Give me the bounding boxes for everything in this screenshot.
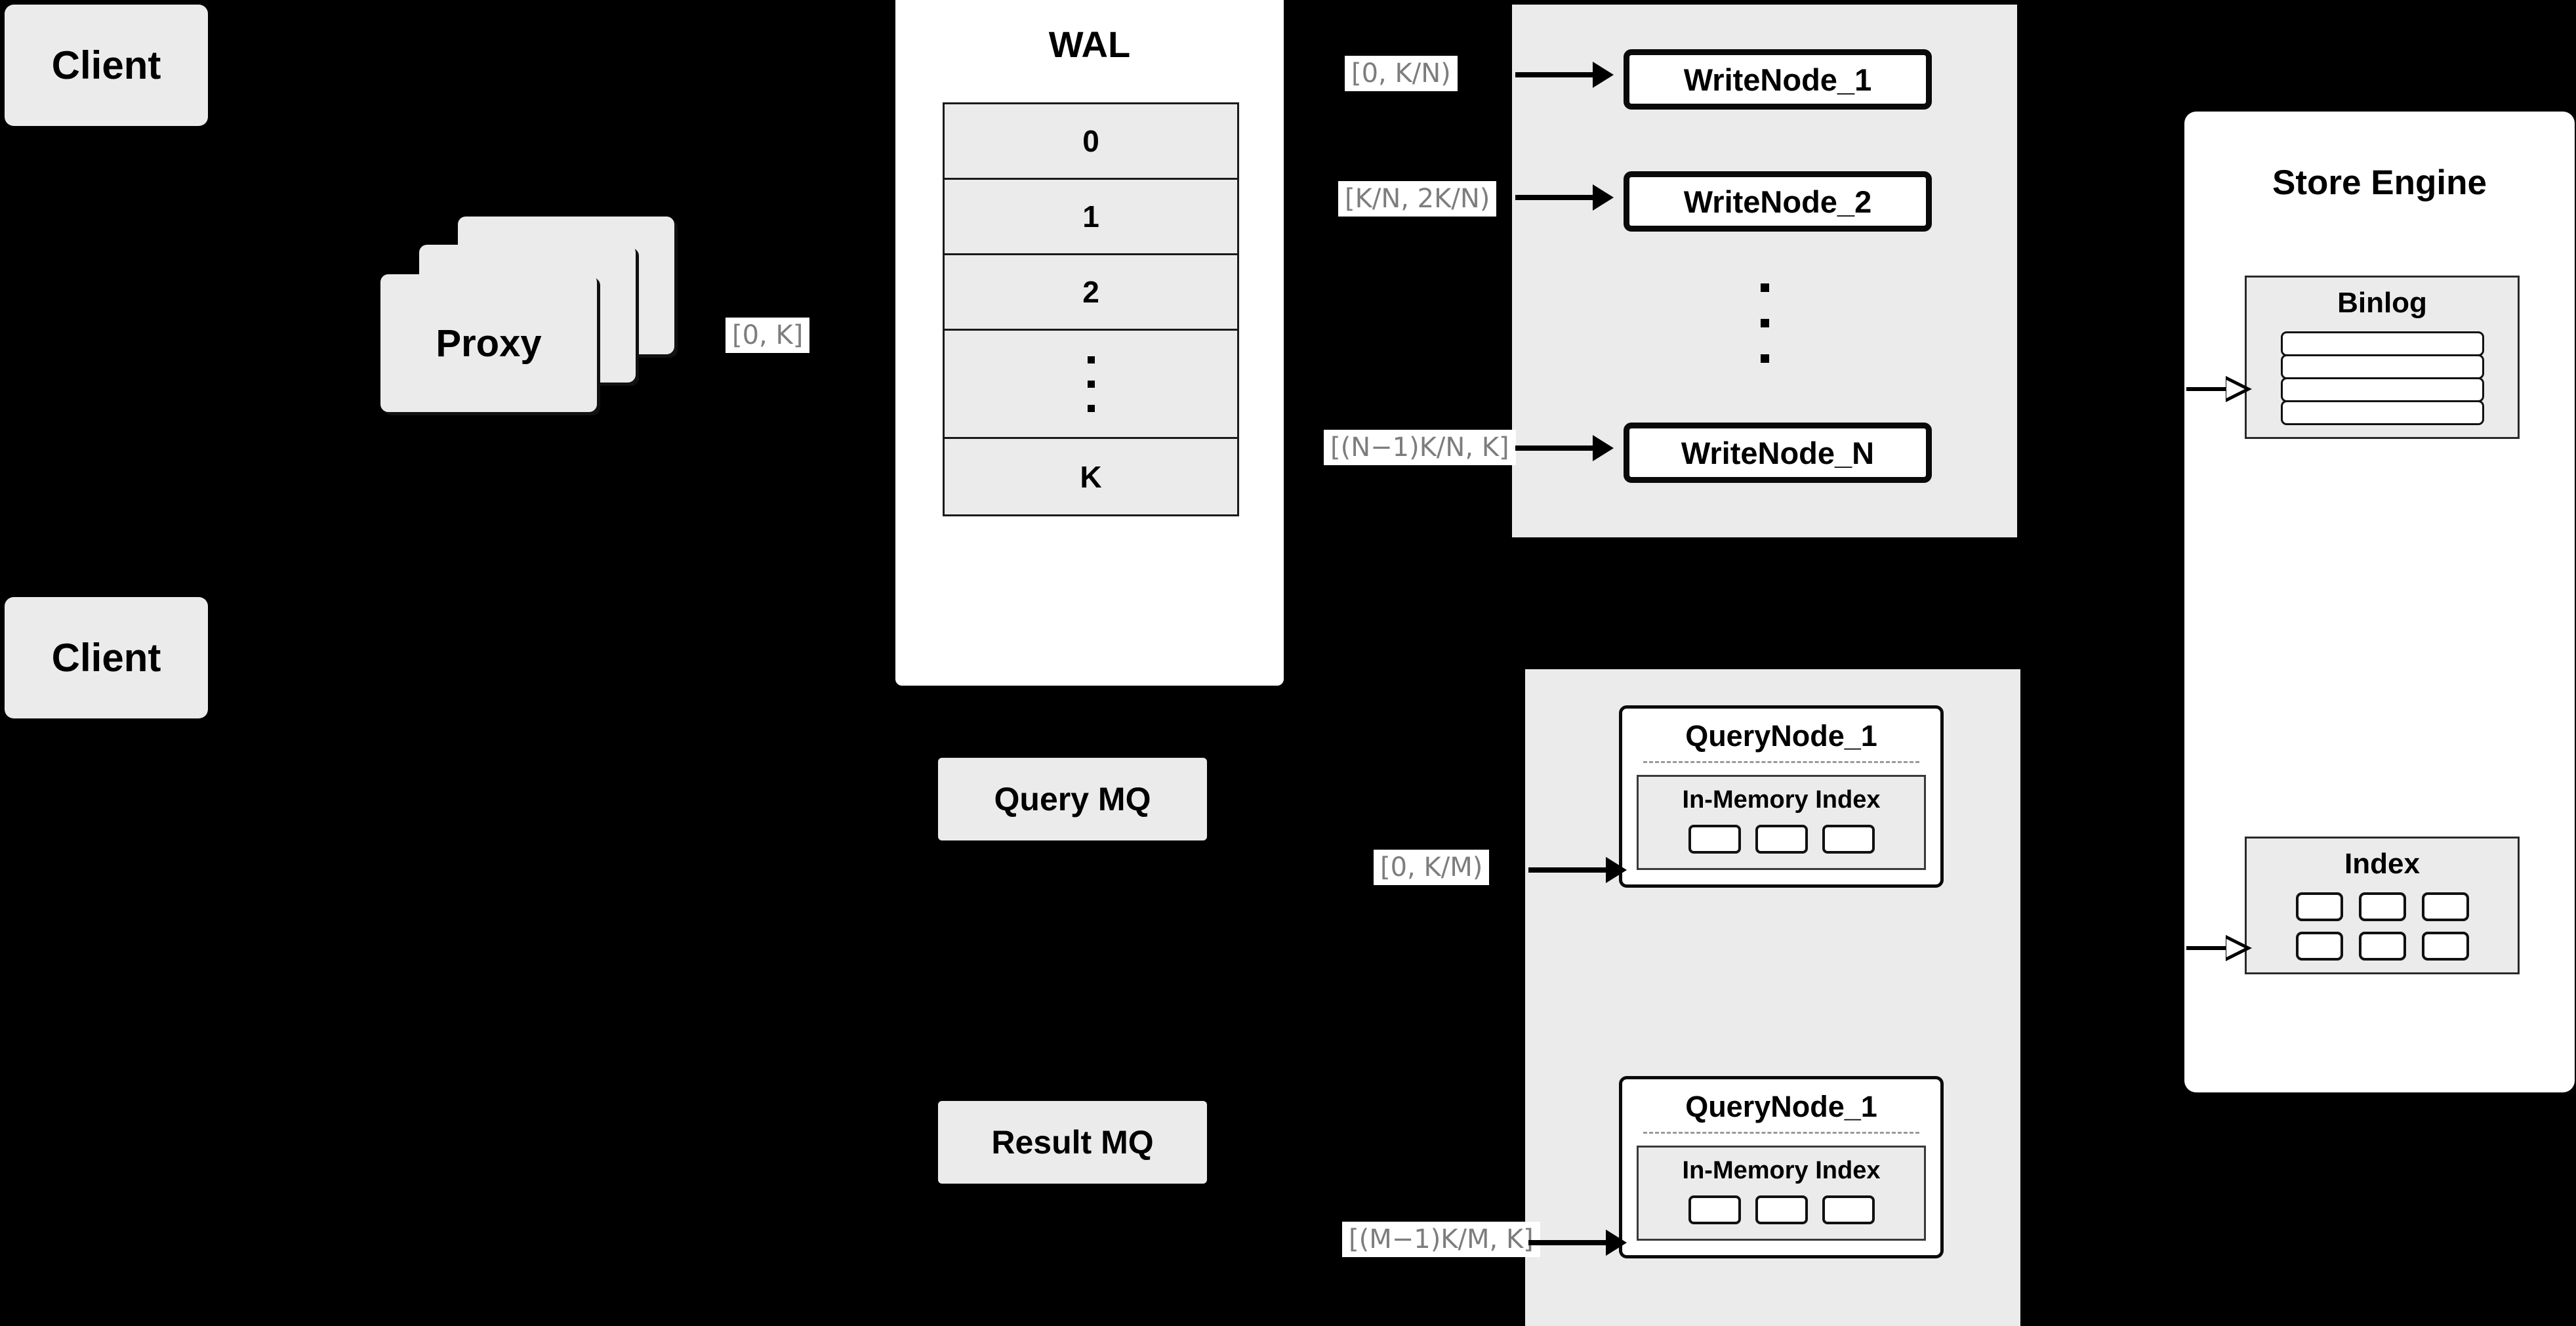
arrow-to-query-node-1 xyxy=(1528,857,1627,883)
query-node-2-divider xyxy=(1643,1132,1919,1134)
binlog-row xyxy=(2280,331,2484,356)
wal-cell: 2 xyxy=(945,255,1237,331)
index-cell-grid xyxy=(2247,892,2518,961)
proxy-stack: Proxy xyxy=(380,217,679,426)
write-node-cluster: WriteNode_1 WriteNode_2 WriteNode_N xyxy=(1512,5,2017,537)
query-mq-box: Query MQ xyxy=(938,758,1207,840)
write-node-2-label: WriteNode_2 xyxy=(1683,184,1872,219)
index-cell xyxy=(2421,892,2469,921)
range-label-query-node-2: [(M−1)K/M, K] xyxy=(1342,1222,1540,1257)
range-label-write-node-2: [K/N, 2K/N) xyxy=(1338,181,1497,217)
binlog-title: Binlog xyxy=(2337,287,2427,319)
index-slot xyxy=(1755,1195,1808,1224)
in-memory-index-2: In-Memory Index xyxy=(1637,1146,1926,1241)
wal-cell: K xyxy=(1080,459,1102,494)
ellipsis-dot xyxy=(1087,356,1095,363)
wal-panel: WAL 0 1 2 K xyxy=(895,0,1284,686)
index-cell xyxy=(2358,932,2406,961)
write-node-1-label: WriteNode_1 xyxy=(1683,62,1872,97)
ellipsis-dot xyxy=(1760,354,1769,363)
ellipsis-dot xyxy=(1760,283,1769,292)
index-cell xyxy=(2358,892,2406,921)
range-label-query-node-1: [0, K/M) xyxy=(1374,850,1490,885)
range-label-write-node-1: [0, K/N) xyxy=(1345,56,1458,91)
ellipsis-dot xyxy=(1087,404,1095,412)
binlog-row-list xyxy=(2247,331,2518,425)
client-label-1: Client xyxy=(51,43,161,87)
query-mq-label: Query MQ xyxy=(994,781,1151,818)
index-slot xyxy=(1755,825,1808,854)
query-node-2-title: QueryNode_1 xyxy=(1685,1090,1877,1123)
query-node-1-title: QueryNode_1 xyxy=(1685,719,1877,753)
write-node-n: WriteNode_N xyxy=(1624,423,1932,483)
result-mq-box: Result MQ xyxy=(938,1101,1207,1184)
query-node-cluster: QueryNode_1 In-Memory Index QueryNode_1 … xyxy=(1525,669,2020,1326)
index-cell xyxy=(2295,892,2343,921)
arrow-to-write-node-2 xyxy=(1515,184,1614,211)
arrow-to-write-node-n xyxy=(1515,435,1614,461)
arrow-to-query-node-2 xyxy=(1528,1230,1627,1256)
index-slot xyxy=(1822,825,1875,854)
index-slot xyxy=(1822,1195,1875,1224)
query-node-2: QueryNode_1 In-Memory Index xyxy=(1619,1076,1944,1258)
in-memory-index-1: In-Memory Index xyxy=(1637,775,1926,870)
arrow-to-binlog xyxy=(2186,376,2252,402)
in-memory-index-1-title: In-Memory Index xyxy=(1682,786,1881,814)
range-label-proxy: [0, K] xyxy=(726,318,810,353)
range-label-write-node-n: [(N−1)K/N, K] xyxy=(1324,430,1516,465)
client-label-2: Client xyxy=(51,636,161,680)
wal-cell: 0 xyxy=(945,104,1237,180)
ellipsis-dot xyxy=(1087,380,1095,388)
wal-cell-list: 0 1 2 K xyxy=(943,102,1239,516)
query-node-1: QueryNode_1 In-Memory Index xyxy=(1619,705,1944,888)
binlog-row xyxy=(2280,400,2484,425)
write-cluster-ellipsis xyxy=(1512,283,2017,363)
write-node-1: WriteNode_1 xyxy=(1624,49,1932,110)
binlog-row xyxy=(2280,354,2484,379)
client-box-1: Client xyxy=(5,5,208,126)
store-engine-panel: Store Engine Binlog Index xyxy=(2184,112,2575,1092)
write-node-n-label: WriteNode_N xyxy=(1681,435,1875,470)
index-section: Index xyxy=(2245,837,2520,974)
write-node-2: WriteNode_2 xyxy=(1624,171,1932,232)
arrow-to-index xyxy=(2186,935,2252,961)
proxy-label: Proxy xyxy=(436,321,542,365)
index-slot xyxy=(1688,825,1741,854)
arrow-to-write-node-1 xyxy=(1515,62,1614,88)
wal-cell-ellipsis xyxy=(945,331,1237,439)
wal-title: WAL xyxy=(1048,24,1131,65)
proxy-sheet-front: Proxy xyxy=(380,274,597,412)
ellipsis-dot xyxy=(1760,319,1769,327)
store-engine-title: Store Engine xyxy=(2272,163,2487,202)
index-title: Index xyxy=(2344,848,2420,880)
wal-cell: 1 xyxy=(945,180,1237,255)
index-slot xyxy=(1688,1195,1741,1224)
in-memory-index-2-title: In-Memory Index xyxy=(1682,1157,1881,1184)
query-node-1-divider xyxy=(1643,761,1919,763)
binlog-section: Binlog xyxy=(2245,276,2520,439)
index-cell xyxy=(2295,932,2343,961)
index-cell xyxy=(2421,932,2469,961)
binlog-row xyxy=(2280,377,2484,402)
in-memory-index-1-slots xyxy=(1639,825,1924,854)
result-mq-label: Result MQ xyxy=(991,1124,1154,1161)
client-box-2: Client xyxy=(5,597,208,718)
in-memory-index-2-slots xyxy=(1639,1195,1924,1224)
